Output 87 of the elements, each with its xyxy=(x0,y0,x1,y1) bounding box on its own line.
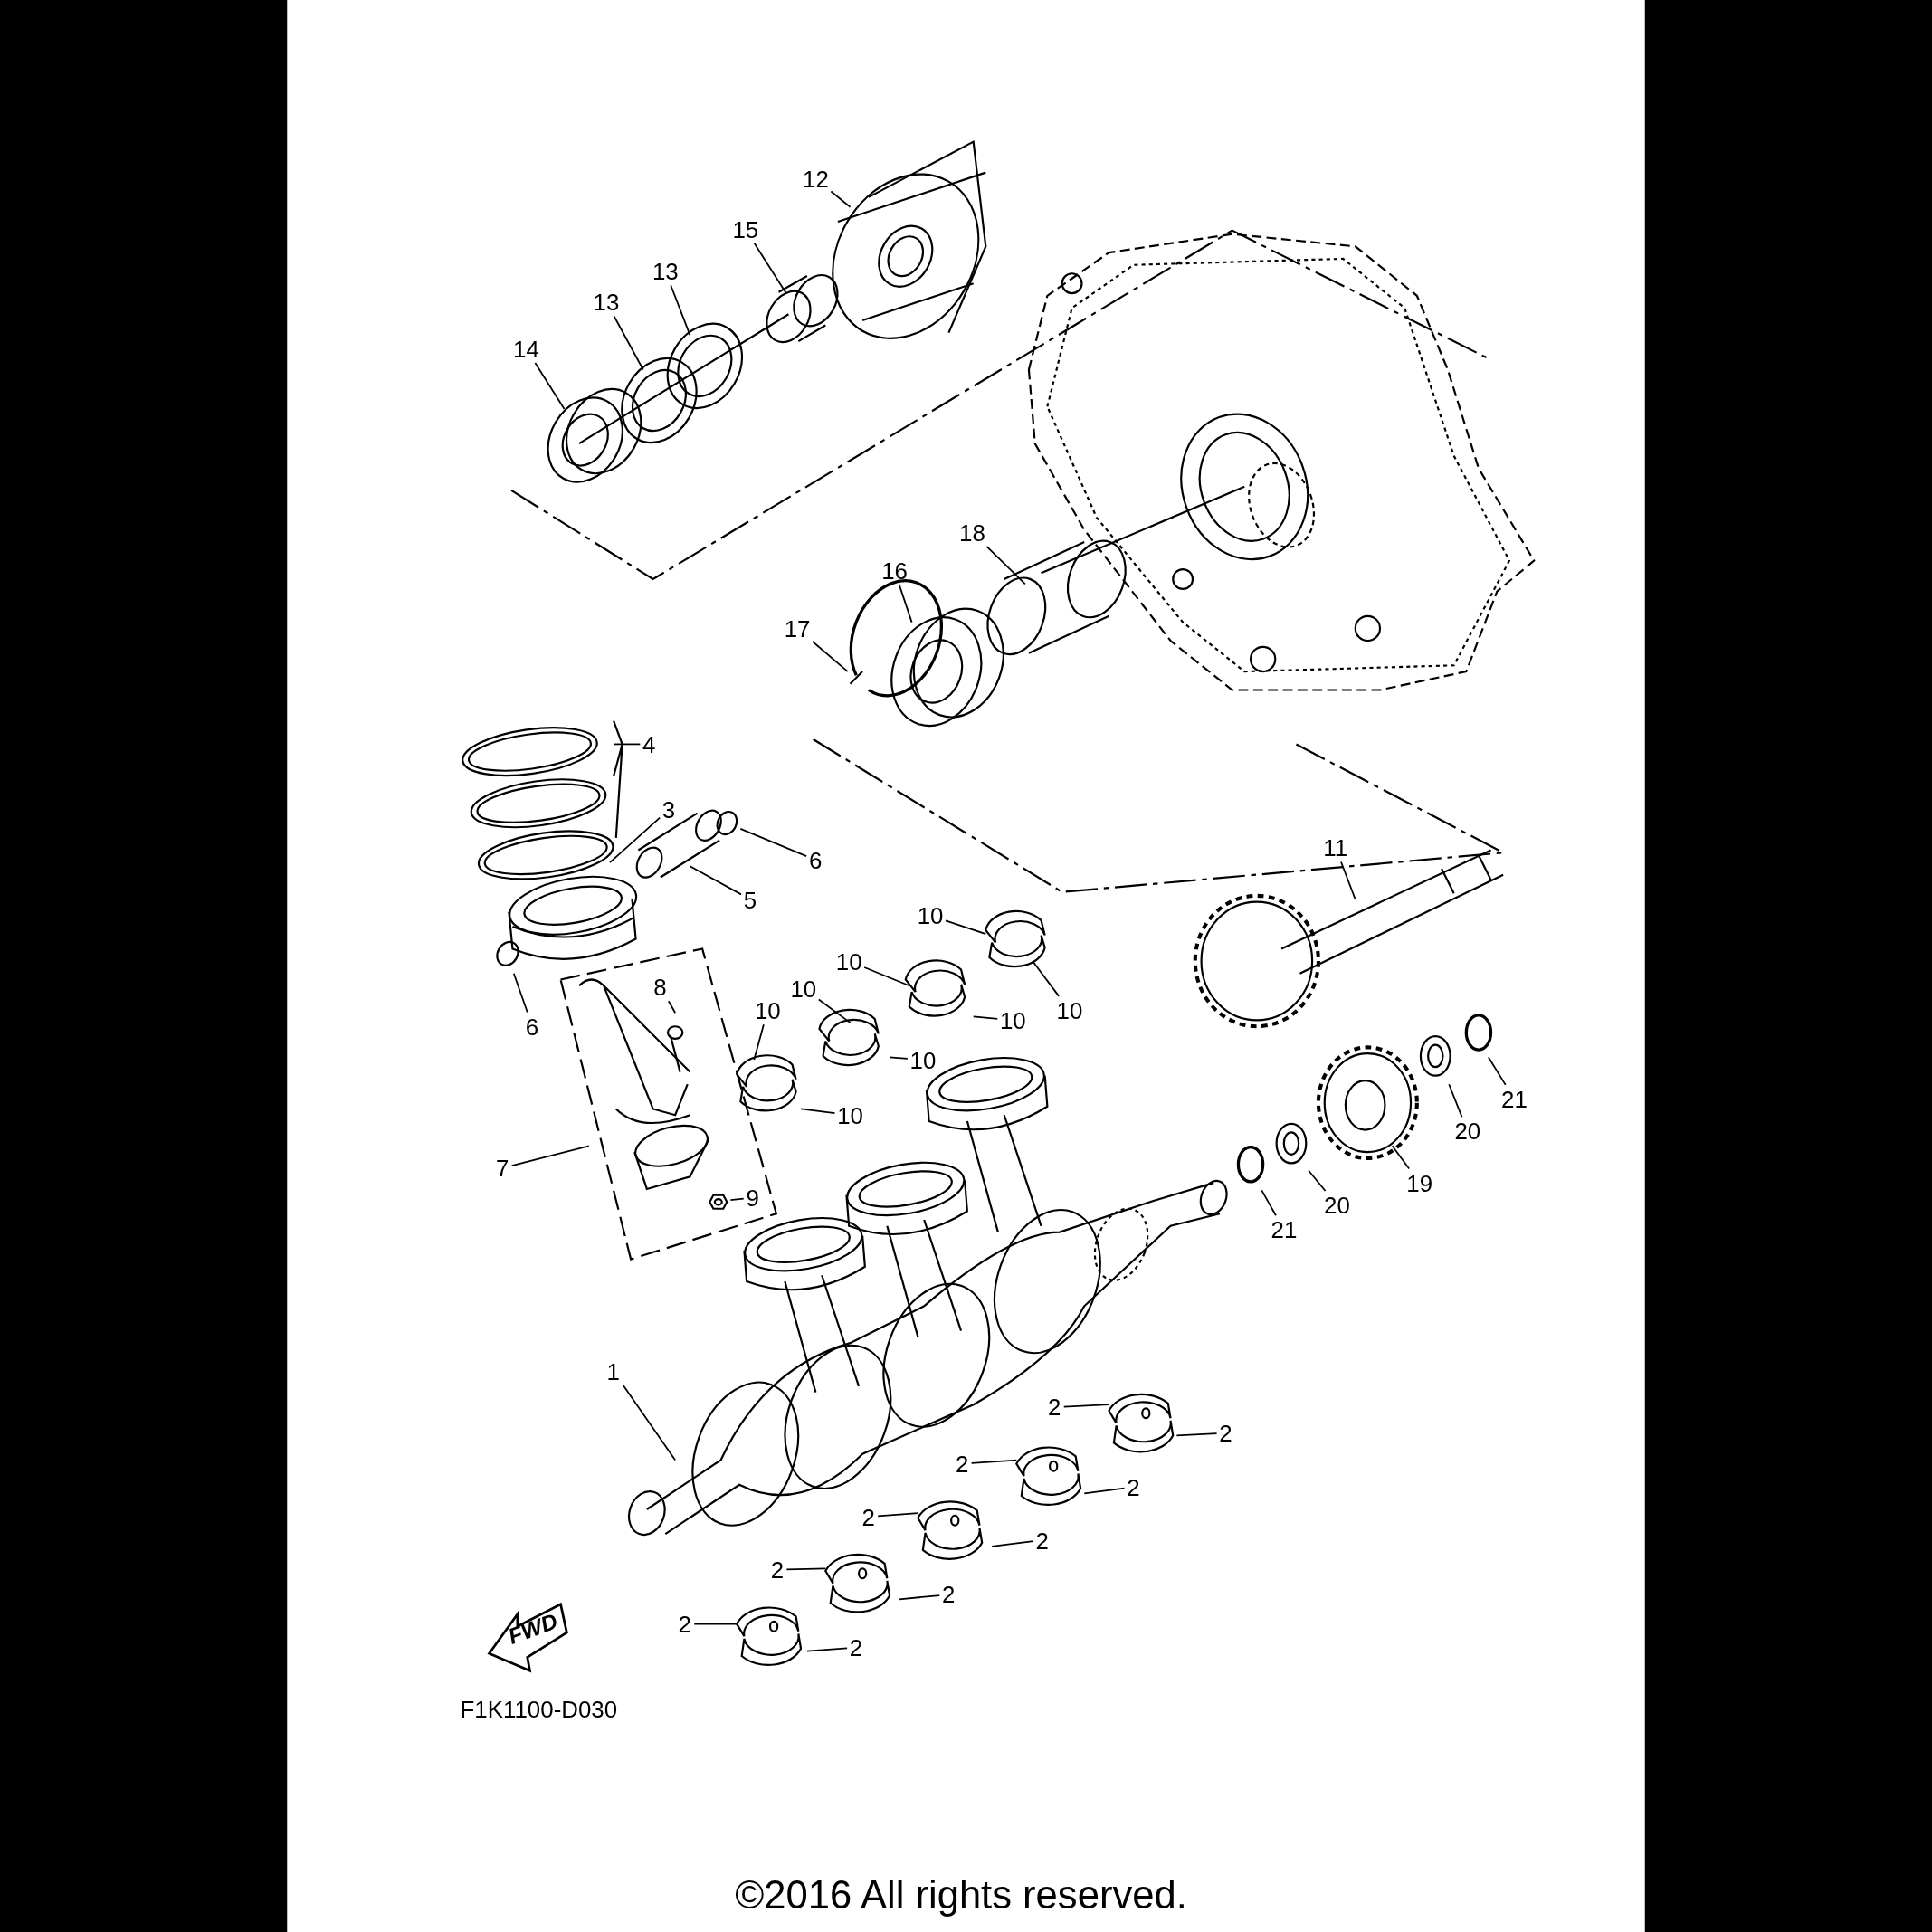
callout-number: 7 xyxy=(496,1156,509,1180)
leader-line xyxy=(1308,1169,1327,1192)
callout-number: 14 xyxy=(513,337,539,361)
leader-line xyxy=(830,190,852,208)
leader-line xyxy=(817,998,852,1024)
leader-line xyxy=(972,1015,999,1020)
copyright-notice: ©2016 All rights reserved. xyxy=(735,1875,1187,1915)
callout-number: 2 xyxy=(1048,1395,1061,1419)
leader-line xyxy=(510,1145,590,1167)
leader-line xyxy=(512,972,528,1014)
nut-drawing xyxy=(708,1193,728,1210)
callout-number: 5 xyxy=(743,888,757,911)
callout-number: 11 xyxy=(1323,835,1348,860)
leader-line xyxy=(985,546,1026,585)
leader-line xyxy=(991,1540,1034,1547)
callout-number: 10 xyxy=(909,1048,937,1071)
leader-line xyxy=(970,1459,1018,1464)
leader-line xyxy=(1261,1189,1277,1217)
callout-number: 20 xyxy=(1324,1193,1350,1217)
diagram-code: F1K1100-D030 xyxy=(460,1697,618,1721)
leader-line xyxy=(1032,960,1061,997)
callout-number: 17 xyxy=(784,616,811,641)
callout-number: 6 xyxy=(808,848,823,872)
callout-number: 10 xyxy=(999,1008,1026,1033)
callout-number: 10 xyxy=(1056,998,1083,1023)
leader-line xyxy=(613,743,642,746)
leader-line xyxy=(945,919,987,935)
leader-line xyxy=(609,816,661,863)
callout-number: 2 xyxy=(861,1505,875,1529)
leader-line xyxy=(753,243,787,294)
callout-number: 13 xyxy=(652,259,679,283)
callout-number: 2 xyxy=(1127,1475,1140,1499)
leader-line xyxy=(863,966,910,987)
callout-number: 21 xyxy=(1271,1217,1298,1242)
callout-number: 10 xyxy=(755,998,781,1023)
leader-line xyxy=(613,315,644,371)
leader-line xyxy=(899,1594,941,1601)
leader-line xyxy=(1062,1404,1110,1408)
callout-number: 2 xyxy=(1219,1421,1232,1445)
callout-number: 10 xyxy=(917,903,944,928)
callout-number: 10 xyxy=(835,949,862,973)
direction-label: FWD xyxy=(504,1610,560,1649)
leader-line xyxy=(1175,1432,1218,1437)
leader-line xyxy=(667,1000,677,1014)
leader-line xyxy=(1340,861,1356,900)
callout-number: 21 xyxy=(1501,1087,1528,1111)
callout-number: 2 xyxy=(678,1612,691,1636)
leader-line xyxy=(753,1023,765,1061)
leader-line xyxy=(622,1384,677,1461)
leader-line xyxy=(800,1108,836,1114)
leader-line xyxy=(739,827,808,858)
leader-line xyxy=(898,584,913,623)
callout-number: 2 xyxy=(849,1635,863,1660)
callout-number: 4 xyxy=(642,732,656,757)
callout-number: 2 xyxy=(941,1583,956,1606)
callout-number: 8 xyxy=(653,975,667,999)
leader-line xyxy=(1083,1487,1126,1495)
leader-line xyxy=(812,641,849,672)
leader-line xyxy=(877,1512,919,1518)
leader-line xyxy=(1448,1083,1463,1118)
clip-ring-drawing xyxy=(716,809,738,837)
leader-line xyxy=(785,1567,827,1571)
callout-number: 2 xyxy=(770,1557,785,1582)
callout-number: 12 xyxy=(803,167,829,191)
callout-number: 3 xyxy=(661,797,676,822)
leader-line xyxy=(1391,1145,1411,1170)
leader-line xyxy=(534,362,566,410)
leader-line xyxy=(889,1056,909,1060)
callout-number: 10 xyxy=(790,976,817,1000)
leader-line xyxy=(693,1623,738,1625)
leader-line xyxy=(689,865,742,896)
leader-line xyxy=(805,1647,848,1652)
callout-number: 2 xyxy=(955,1451,969,1476)
callout-number: 9 xyxy=(746,1185,759,1210)
leader-line xyxy=(670,284,691,337)
callout-number: 19 xyxy=(1406,1171,1433,1195)
callout-number: 6 xyxy=(525,1014,539,1039)
callout-number: 10 xyxy=(837,1103,863,1128)
callout-number: 18 xyxy=(959,520,985,545)
callout-number: 13 xyxy=(593,290,620,314)
leader-line xyxy=(729,1197,745,1201)
callout-number: 15 xyxy=(732,217,759,242)
callout-number: 20 xyxy=(1454,1119,1481,1143)
callout-number: 1 xyxy=(606,1359,620,1384)
callout-number: 2 xyxy=(1035,1528,1049,1552)
leader-line xyxy=(1487,1056,1507,1086)
callout-number: 16 xyxy=(881,558,908,583)
